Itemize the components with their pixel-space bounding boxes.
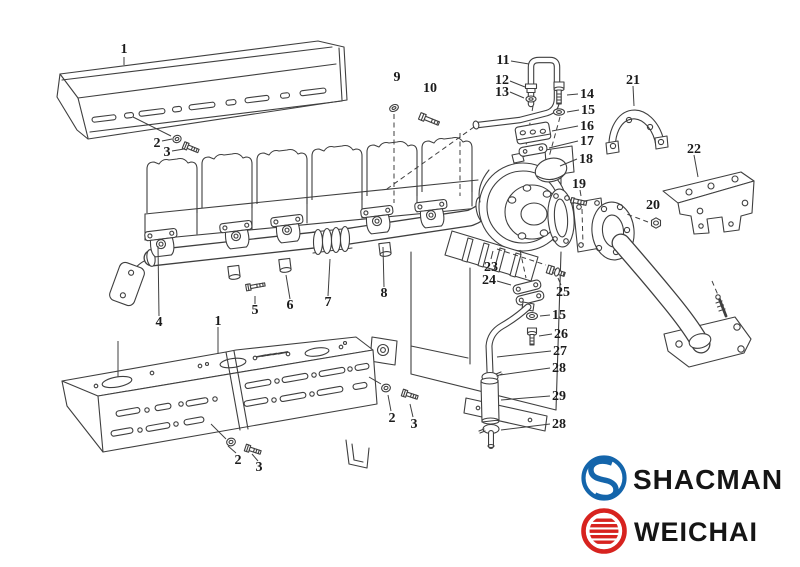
callout-14: 14 <box>580 87 594 102</box>
callout-4: 4 <box>156 315 163 330</box>
bolt-3-bottom <box>243 443 262 455</box>
oil-return-assembly <box>478 279 545 449</box>
hose-29 <box>480 379 500 423</box>
exhaust-outlet-pipe <box>611 233 752 368</box>
callout-10: 10 <box>423 81 437 96</box>
banjo-fitting <box>524 83 538 94</box>
callout-1-bottom: 1 <box>215 314 222 329</box>
washer-15-lower <box>525 311 539 321</box>
callout-3-bottom: 3 <box>256 460 263 475</box>
callout-15b: 15 <box>552 308 566 323</box>
callout-2-right: 2 <box>389 411 396 426</box>
leader-lines <box>117 57 699 462</box>
pipe-stud <box>717 296 728 318</box>
bolt-26 <box>526 327 538 346</box>
weichai-logo: WEICHAI <box>581 508 758 554</box>
oil-inlet-gasket-17 <box>518 143 548 157</box>
hose-clamp-lower <box>478 423 500 435</box>
callout-6: 6 <box>287 298 294 313</box>
callout-28a: 28 <box>552 361 566 376</box>
fitting-washer <box>525 95 537 103</box>
callout-22: 22 <box>687 142 701 157</box>
bottom-heat-shield <box>61 336 378 453</box>
callout-2-top: 2 <box>154 136 161 151</box>
shacman-s-icon <box>588 458 619 501</box>
callout-labels: 1 2 3 9 10 11 12 13 14 15 16 17 18 19 20… <box>121 42 702 475</box>
callout-12: 12 <box>495 73 509 88</box>
top-shield-slots <box>91 87 327 123</box>
callout-25: 25 <box>556 285 570 300</box>
callout-1-top: 1 <box>121 42 128 57</box>
top-heat-shield <box>56 40 348 140</box>
callout-23: 23 <box>484 260 498 275</box>
callout-11: 11 <box>496 53 509 68</box>
callout-5: 5 <box>252 303 259 318</box>
washer-2-right <box>381 383 391 393</box>
exhaust-manifold <box>109 198 495 307</box>
nut-20 <box>650 217 662 229</box>
shacman-logo: SHACMAN <box>581 455 783 501</box>
bolt-3-top <box>181 141 200 154</box>
manifold-port-castings <box>144 198 448 258</box>
callout-27: 27 <box>553 344 567 359</box>
bottom-shield-slots <box>110 362 370 437</box>
washer-2-top <box>172 134 182 144</box>
callout-29: 29 <box>552 389 566 404</box>
callout-13: 13 <box>495 85 509 100</box>
pipe-clip-9 <box>389 103 399 113</box>
callout-16: 16 <box>580 119 594 134</box>
block-bracket <box>345 439 370 469</box>
turbocharger <box>444 152 575 282</box>
washer-2-bottom <box>226 437 236 447</box>
callout-28b: 28 <box>552 417 566 432</box>
bottom-shield-grille <box>255 351 289 358</box>
callout-9: 9 <box>394 70 401 85</box>
callout-3-top: 3 <box>164 145 171 160</box>
callout-21: 21 <box>626 73 640 88</box>
bolt-10 <box>417 112 441 126</box>
oil-inlet-block-16 <box>514 121 552 145</box>
weichai-stripes-icon <box>589 518 619 544</box>
banjo-bolt-25 <box>545 264 566 277</box>
manifold-end-flange <box>109 261 145 307</box>
bolt-3-right <box>400 388 419 400</box>
support-bracket <box>662 171 755 235</box>
stud-19 <box>570 197 588 206</box>
callout-17: 17 <box>580 134 594 149</box>
manifold-bosses <box>227 241 392 280</box>
callout-3-right: 3 <box>411 417 418 432</box>
callout-7: 7 <box>325 295 332 310</box>
callout-24: 24 <box>482 273 496 288</box>
shacman-wordmark: SHACMAN <box>633 464 783 495</box>
manifold-bellows <box>312 225 353 256</box>
callout-8: 8 <box>381 286 388 301</box>
callout-15: 15 <box>581 103 595 118</box>
clamp-half <box>605 109 669 155</box>
turbo-air-dome <box>534 157 568 183</box>
callout-18: 18 <box>579 152 593 167</box>
callout-26: 26 <box>554 327 568 342</box>
banjo-bolt-14 <box>553 81 565 105</box>
callout-20: 20 <box>646 198 660 213</box>
callout-2-bottom: 2 <box>235 453 242 468</box>
weichai-ring-icon <box>581 508 627 554</box>
weichai-wordmark: WEICHAI <box>634 517 758 547</box>
callout-19: 19 <box>572 177 586 192</box>
washer-15-top <box>552 108 566 116</box>
bolt-5 <box>245 282 266 292</box>
oil-feed-pipe <box>472 56 561 130</box>
